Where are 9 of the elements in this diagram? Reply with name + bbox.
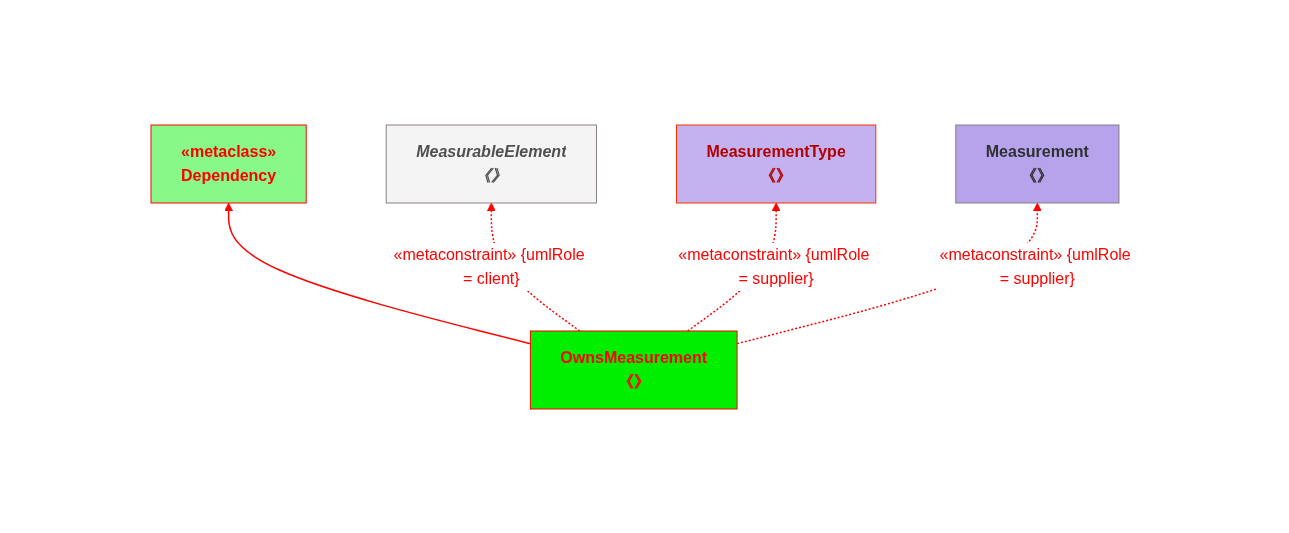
edge-label: «metaconstraint» {umlRole = supplier}	[939, 245, 1132, 287]
node-box: MeasurableElement 《》	[386, 124, 598, 203]
edge-label: «metaconstraint» {umlRole = client}	[393, 245, 586, 287]
node-box: OwnsMeasurement 《》	[530, 330, 738, 409]
edge-label: «metaconstraint» {umlRole = supplier}	[678, 245, 870, 287]
node-box: MeasurementType 《》	[676, 124, 877, 203]
node-box: Measurement 《》	[955, 124, 1120, 203]
arrow	[224, 202, 532, 344]
node-box: «metaclass» Dependency	[150, 124, 307, 203]
